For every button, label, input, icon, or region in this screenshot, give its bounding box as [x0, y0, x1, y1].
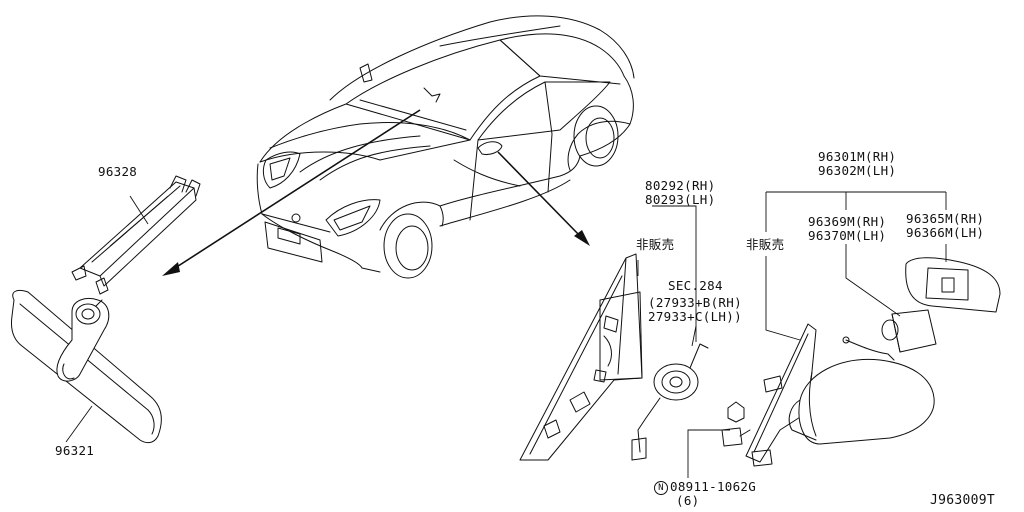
leader-not-sold-2 [765, 256, 801, 341]
label-96328: 96328 [98, 164, 138, 179]
arrow-to-rearview-mirror [171, 109, 421, 271]
mirror-cover-96328 [71, 175, 201, 295]
leader-96321 [65, 405, 93, 443]
label-27933-c-lh: 27933+C(LH)) [648, 309, 742, 324]
mirror-finisher-80292 [519, 253, 643, 461]
callout-arrows [162, 109, 590, 276]
label-96370m-lh: 96370M(LH) [808, 228, 887, 243]
label-group-96301m: 96301M(RH) 96302M(LH) [818, 150, 896, 178]
leader-96328 [129, 195, 149, 225]
leader-lines [65, 191, 947, 478]
leader-27933 [691, 325, 697, 347]
label-group-27933: (27933+B(RH) 27933+C(LH)) [648, 296, 742, 324]
arrow-to-door-mirror [497, 151, 583, 239]
label-80292-rh: 80292(RH) [645, 178, 716, 193]
label-96369m-rh: 96369M(RH) [808, 214, 887, 229]
label-not-sold-2: 非販売 [746, 237, 785, 252]
label-08911-qty: (6) [676, 493, 700, 508]
diagram-id: J963009T [930, 493, 996, 508]
door-mirror-96301m [745, 323, 935, 467]
tweeter-speaker-27933 [603, 335, 709, 461]
mirror-glass-96365m [905, 257, 1001, 313]
nut-08911 [721, 401, 751, 447]
label-sec-284: SEC.284 [668, 278, 723, 293]
nut-marker-icon: N [654, 480, 668, 495]
car-illustration [256, 15, 635, 279]
label-group-96365m: 96365M(RH) 96366M(LH) [906, 212, 984, 240]
label-not-sold-1: 非販売 [636, 237, 675, 252]
label-96301m-rh: 96301M(RH) [818, 149, 897, 164]
arrow-head-left [162, 262, 180, 276]
label-96321: 96321 [55, 443, 95, 458]
label-96365m-rh: 96365M(RH) [906, 211, 985, 226]
label-08911-part: 08911-1062G [670, 479, 757, 494]
leader-08911 [687, 429, 730, 478]
label-group-96369m: 96369M(RH) 96370M(LH) [808, 215, 886, 243]
rearview-mirror-96321 [11, 289, 162, 444]
leader-80292 [652, 205, 697, 342]
leader-96369m [845, 244, 901, 317]
arrow-head-right [574, 230, 590, 246]
mirror-actuator-96369m [842, 309, 937, 361]
label-96366m-lh: 96366M(LH) [906, 225, 985, 240]
label-80293-lh: 80293(LH) [645, 192, 716, 207]
label-27933-b-rh: (27933+B(RH) [648, 295, 742, 310]
label-96302m-lh: 96302M(LH) [818, 163, 897, 178]
label-group-80292: 80292(RH) 80293(LH) [645, 179, 715, 207]
